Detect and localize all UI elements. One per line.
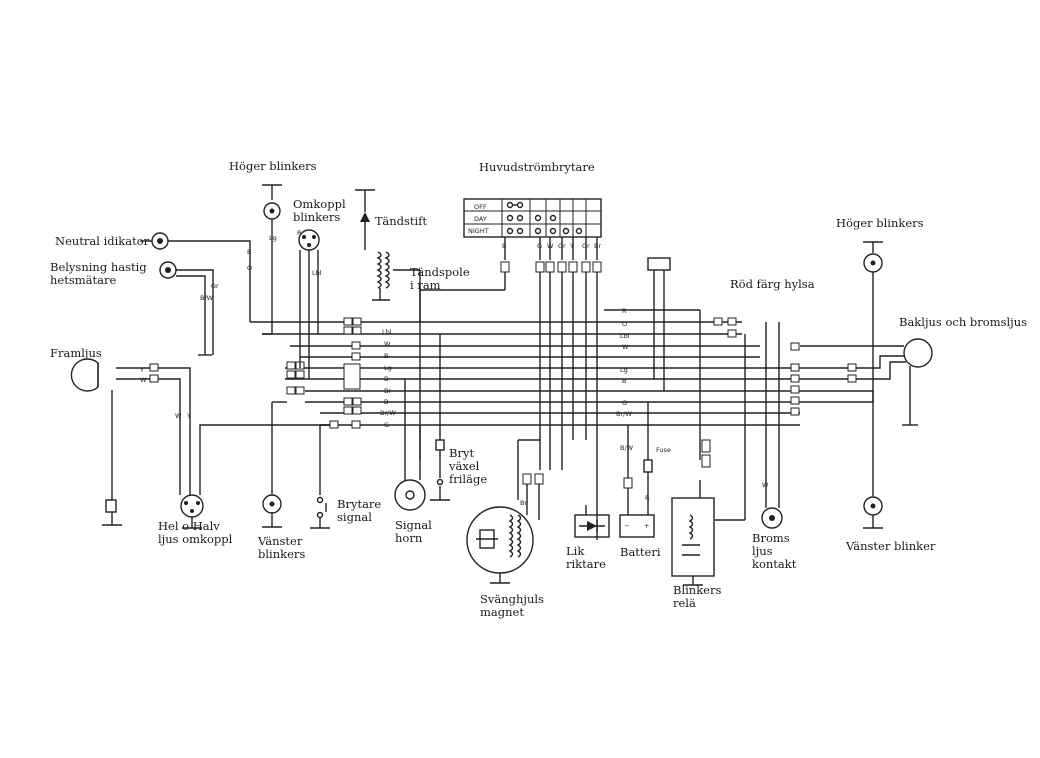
flywheel-magneto [466, 439, 544, 584]
rectifier [574, 505, 610, 538]
wire-code: R [645, 494, 650, 502]
wire-code: R [297, 229, 302, 237]
harness-code: G [384, 421, 389, 429]
dimmer-switch [180, 424, 330, 529]
wire-code: Lbl [312, 269, 322, 277]
speedometer-lamp [159, 261, 214, 356]
dimmer-switch-label: Hel o Halv ljus omkoppl [158, 519, 233, 546]
wire-code: W [140, 376, 147, 384]
tail-fuse-box [604, 257, 701, 460]
main-switch: OFF DAY NIGHT B G W Gr Y Gr Br [419, 198, 602, 540]
horn [394, 379, 426, 511]
horn-label: Signal horn [395, 518, 432, 545]
wire-code: W [175, 412, 182, 420]
tail-light-label: Bakljus och bromsljus [899, 315, 1028, 329]
left-blinker-rear-label: Vänster blinker [846, 539, 936, 553]
horn-switch [310, 424, 330, 529]
switch-wire-code: Gr [558, 242, 566, 250]
flasher-relay-label: Blinkers relä [673, 583, 722, 610]
right-blinker-rear-label: Höger blinkers [836, 216, 924, 230]
main-harness [250, 321, 800, 426]
headlight [70, 358, 191, 526]
wire-code: Lg [269, 234, 277, 242]
wire-code-labels: B O Lg R Lbl Gr B/W Y W W Y Fuse B/W R B… [139, 229, 769, 507]
switch-wire-code: B [502, 242, 506, 250]
rear-code: Br/W [616, 410, 632, 418]
wire-code: W [762, 481, 769, 489]
wire-code: Y [139, 366, 144, 374]
svg-text:−: − [624, 522, 629, 530]
wire-code: Y [186, 412, 191, 420]
wire-code: B/W [620, 444, 634, 452]
rear-code: Lbl [620, 332, 630, 340]
harness-code: B [384, 352, 388, 360]
rear-code: W [622, 343, 629, 351]
right-blinker-front [262, 184, 282, 335]
rear-code-labels: R O Lbl W Lg B G Br/W [616, 307, 632, 418]
switch-wire-code: Gr [582, 242, 590, 250]
speedometer-label: Belysning hastig hetsmätare [50, 260, 147, 287]
tail-light [800, 338, 933, 426]
neutral-indicator-label: Neutral idikator [55, 234, 150, 248]
blinker-switch [298, 229, 320, 379]
harness-code: Br [384, 387, 391, 395]
switch-wire-code: W [547, 242, 554, 250]
horn-switch-label: Brytare signal [337, 497, 382, 524]
switch-position: DAY [474, 215, 487, 223]
neutral-indicator-lamp [140, 232, 251, 322]
rear-code: B [622, 377, 626, 385]
main-switch-label: Huvudströmbrytare [479, 160, 595, 174]
blinker-switch-label: Omkoppl blinkers [293, 197, 346, 224]
neutral-switch-label: Bryt växel friläge [449, 446, 488, 486]
red-sleeve-label: Röd färg hylsa [730, 277, 815, 291]
switch-wire-code: Br [594, 242, 601, 250]
rear-code: O [622, 320, 627, 328]
flasher-relay [671, 439, 715, 586]
rear-code: R [622, 307, 627, 315]
wire-code: B [247, 248, 251, 256]
battery-label: Batteri [620, 545, 661, 559]
left-blinker-front [262, 401, 287, 528]
wire-code: Fuse [656, 446, 671, 454]
right-blinker-rear [800, 241, 883, 403]
rear-code: G [622, 399, 627, 407]
spark-plug [355, 189, 375, 250]
wire-code: Gr [211, 282, 219, 290]
switch-wire-code: Y [569, 242, 574, 250]
rectifier-label: Lik riktare [566, 544, 606, 571]
brake-switch [715, 322, 783, 529]
left-blinker-front-label: Vänster blinkers [258, 534, 306, 561]
spark-plug-label: Tändstift [375, 214, 428, 228]
harness-code-labels: Lbl W B Lg B Br B Br/W G [380, 328, 396, 429]
wire-code: O [247, 264, 252, 272]
neutral-switch [430, 334, 450, 501]
switch-wire-code: G [537, 242, 542, 250]
rear-code: Lg [620, 366, 628, 374]
harness-code: Lg [384, 364, 392, 372]
magneto-label: Svänghjuls magnet [480, 592, 544, 619]
switch-position: OFF [474, 203, 487, 211]
harness-code: B [384, 398, 388, 406]
harness-code: Br/W [380, 409, 396, 417]
harness-code: B [384, 375, 388, 383]
battery: − + [619, 402, 655, 538]
harness-code: Lbl [382, 328, 392, 336]
left-blinker-rear [800, 390, 883, 529]
brake-switch-label: Broms ljus kontakt [752, 531, 797, 571]
right-blinker-front-label: Höger blinkers [229, 159, 317, 173]
ignition-coil-label: Tändspole i ram [410, 265, 470, 292]
svg-text:+: + [644, 522, 649, 530]
wire-code: B/W [200, 294, 214, 302]
switch-position: NIGHT [468, 227, 489, 235]
wire-code: Br [520, 499, 527, 507]
headlight-label: Framljus [50, 346, 102, 360]
harness-code: W [384, 340, 391, 348]
